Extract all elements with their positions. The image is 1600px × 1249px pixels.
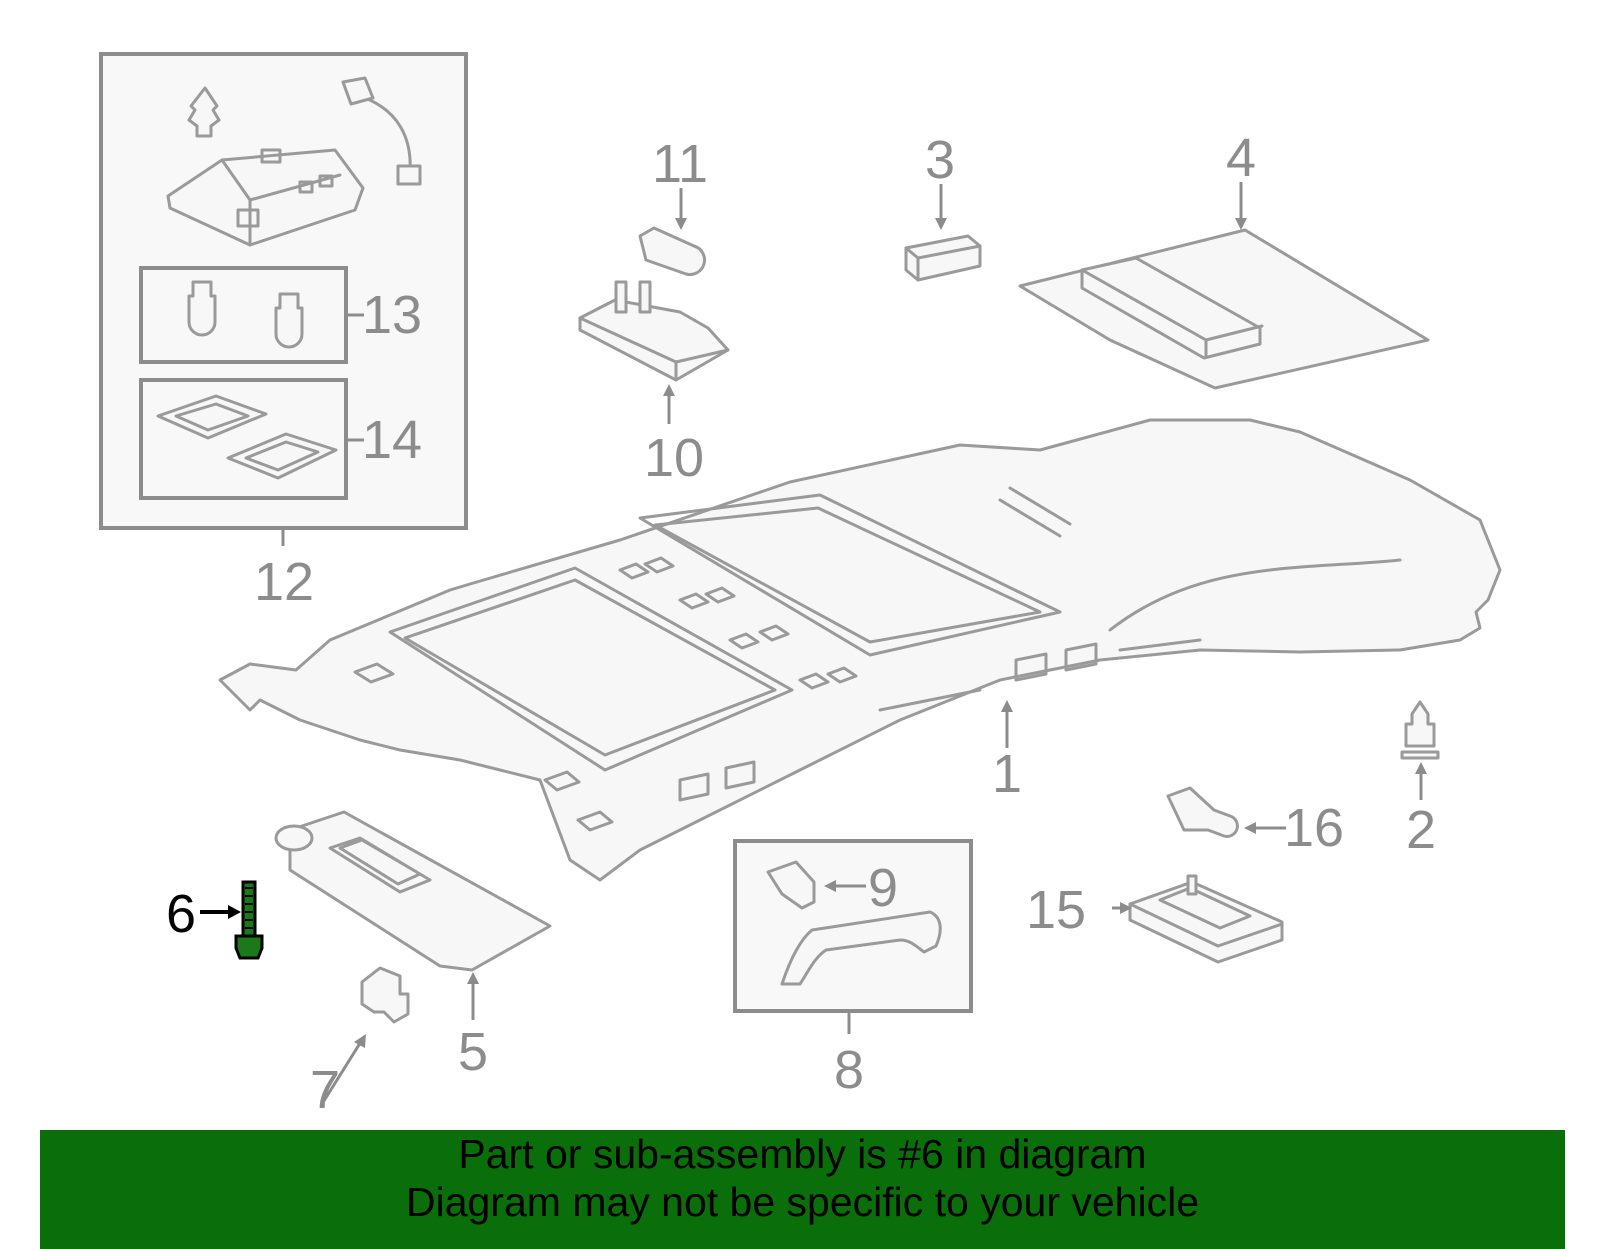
label-16: 16 (1284, 798, 1344, 858)
label-3: 3 (925, 130, 955, 190)
part-12-kit[interactable]: 13 14 12 (99, 52, 468, 612)
label-9: 9 (868, 858, 898, 918)
part-1-headliner[interactable]: 1 (218, 418, 1502, 882)
visor-holder-icon (360, 966, 410, 1024)
visor-pivot-icon (274, 824, 314, 852)
part-15-lamp[interactable]: 15 (1026, 874, 1284, 964)
label-6: 6 (166, 884, 196, 944)
screw-head-icon (234, 934, 264, 960)
connector-icon (341, 76, 375, 106)
label-14: 14 (362, 410, 422, 470)
label-4: 4 (1226, 128, 1256, 188)
label-8: 8 (834, 1040, 864, 1100)
part-4-sunshade[interactable]: 4 (1018, 128, 1430, 390)
screw-shank-icon (241, 880, 257, 940)
sunshade-bar-icon (1080, 256, 1262, 360)
part-2-clip[interactable]: 2 (1400, 700, 1440, 860)
part-16-bulb[interactable]: 16 (1166, 786, 1344, 858)
banner-line-1: Part or sub-assembly is #6 in diagram (458, 1131, 1147, 1177)
part-10-lamp[interactable]: 10 (578, 280, 730, 488)
part-8-kit[interactable]: 9 8 (733, 839, 973, 1100)
label-15: 15 (1026, 880, 1086, 940)
clip-icon (1404, 700, 1436, 748)
bulb-icon (638, 226, 707, 277)
label-5: 5 (458, 1022, 488, 1082)
part-14-lens-left-icon (156, 394, 268, 440)
part-14-lens-right-icon (226, 432, 338, 480)
sun-visor-icon (288, 810, 552, 972)
label-1: 1 (992, 744, 1022, 804)
label-10: 10 (644, 428, 704, 488)
assist-grip-icon (780, 910, 942, 986)
sunroof-rear-icon (638, 493, 1062, 657)
label-13: 13 (362, 285, 422, 345)
part-5-visor[interactable]: 5 (274, 810, 552, 1082)
part-7-holder[interactable]: 7 (310, 966, 410, 1120)
info-banner: Part or sub-assembly is #6 in diagram Di… (40, 1130, 1565, 1249)
part-3-pad[interactable]: 3 (904, 130, 982, 282)
part-11-bulb[interactable]: 11 (638, 134, 708, 277)
map-lamp-housing-icon (166, 148, 365, 247)
sunroof-front-icon (388, 566, 794, 772)
bulb-icon (1166, 786, 1239, 838)
pad-icon (904, 234, 982, 282)
part-14-box (139, 378, 348, 500)
part-13-box (139, 266, 348, 364)
part-6-screw[interactable]: 6 (166, 880, 264, 960)
housing-detail-icon (220, 148, 342, 247)
connector-end-icon (396, 164, 422, 186)
part-13-bulb-left-icon (187, 280, 217, 337)
label-11: 11 (652, 134, 708, 194)
wire-harness-icon (358, 94, 412, 174)
banner-line-2: Diagram may not be specific to your vehi… (405, 1179, 1199, 1225)
part-13-bulb-right-icon (274, 292, 304, 349)
dome-lamp-icon (578, 298, 730, 382)
label-12: 12 (254, 552, 314, 612)
part-9-cap-icon (766, 860, 816, 910)
label-2: 2 (1406, 800, 1436, 860)
label-7: 7 (310, 1060, 340, 1120)
clip-icon (187, 86, 221, 138)
lamp-clip-icon (614, 280, 652, 314)
